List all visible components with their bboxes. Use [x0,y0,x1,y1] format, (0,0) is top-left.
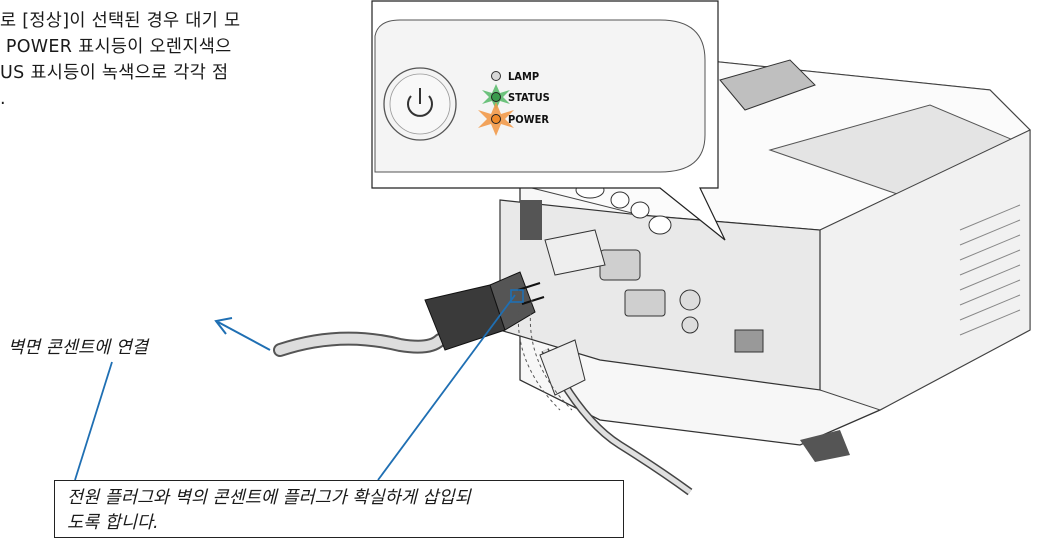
status-label: STATUS [508,91,550,104]
power-label: POWER [508,113,549,126]
leader-lines [74,289,524,481]
lamp-indicator [491,71,501,81]
callout-line-1: 전원 플러그와 벽의 콘센트에 플러그가 확실하게 삽입되 [67,488,471,508]
callout-box: 전원 플러그와 벽의 콘센트에 플러그가 확실하게 삽입되 도록 합니다. [54,480,624,538]
direction-arrow [214,317,271,351]
signal-cable [517,229,693,496]
intro-text: 로 [정상]이 선택된 경우 대기 모 POWER 표시등이 오렌지색으 US … [0,11,241,109]
power-indicator [478,102,514,136]
power-icon [407,88,433,117]
status-indicator [482,84,510,110]
callout-line-2: 도록 합니다. [67,513,159,533]
power-cord [273,271,545,357]
lamp-label: LAMP [508,70,539,83]
wall-outlet-label: 벽면 콘센트에 연결 [8,338,148,358]
indicator-panel-inset: LAMP STATUS POWER [371,0,726,241]
